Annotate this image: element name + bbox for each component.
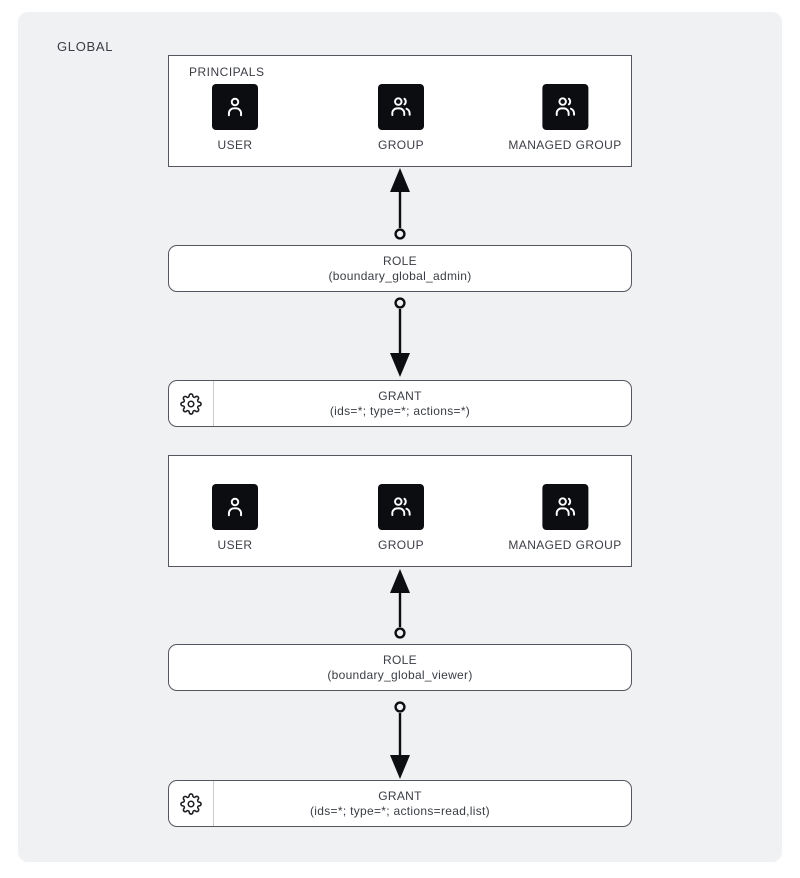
role-box-viewer: ROLE (boundary_global_viewer) — [168, 644, 632, 691]
gear-icon — [169, 381, 214, 426]
principal-label: USER — [217, 538, 253, 552]
principal-group: GROUP — [377, 84, 425, 152]
role-name: (boundary_global_viewer) — [327, 667, 473, 682]
principal-label: GROUP — [377, 538, 425, 552]
principal-managed-group: MANAGED GROUP — [508, 84, 621, 152]
user-icon — [212, 84, 258, 130]
group-icon — [377, 84, 424, 130]
principals-box-admin: PRINCIPALS USER — [168, 55, 632, 167]
role-title: ROLE — [383, 253, 417, 268]
principal-user: USER — [212, 484, 258, 552]
role-title: ROLE — [383, 652, 417, 667]
role-box-admin: ROLE (boundary_global_admin) — [168, 245, 632, 292]
arrow-up-connector — [390, 168, 410, 240]
managed-group-icon — [542, 84, 588, 130]
grant-spec: (ids=*; type=*; actions=*) — [329, 403, 471, 418]
principal-group: GROUP — [377, 484, 425, 552]
grant-title: GRANT — [378, 788, 422, 803]
principal-label: MANAGED GROUP — [508, 138, 622, 152]
principals-label: PRINCIPALS — [189, 65, 265, 79]
principal-label: USER — [217, 138, 253, 152]
principal-user: USER — [212, 84, 258, 152]
principal-label: MANAGED GROUP — [508, 538, 622, 552]
arrow-up-connector — [390, 569, 410, 639]
global-scope-label: GLOBAL — [57, 39, 114, 54]
principal-managed-group: MANAGED GROUP — [508, 484, 621, 552]
global-scope-container: GLOBAL PRINCIPALS USER — [18, 12, 782, 862]
managed-group-icon — [542, 484, 588, 530]
arrow-down-connector — [390, 701, 410, 779]
grant-box-admin: GRANT (ids=*; type=*; actions=*) — [168, 380, 632, 427]
arrow-down-connector — [390, 297, 410, 377]
principals-box-viewer: USER GROUP — [168, 455, 632, 567]
gear-icon — [169, 781, 214, 826]
user-icon — [212, 484, 258, 530]
role-name: (boundary_global_admin) — [328, 268, 472, 283]
principal-label: GROUP — [377, 138, 425, 152]
grant-title: GRANT — [378, 388, 422, 403]
grant-spec: (ids=*; type=*; actions=read,list) — [310, 803, 490, 818]
grant-box-viewer: GRANT (ids=*; type=*; actions=read,list) — [168, 780, 632, 827]
group-icon — [377, 484, 424, 530]
